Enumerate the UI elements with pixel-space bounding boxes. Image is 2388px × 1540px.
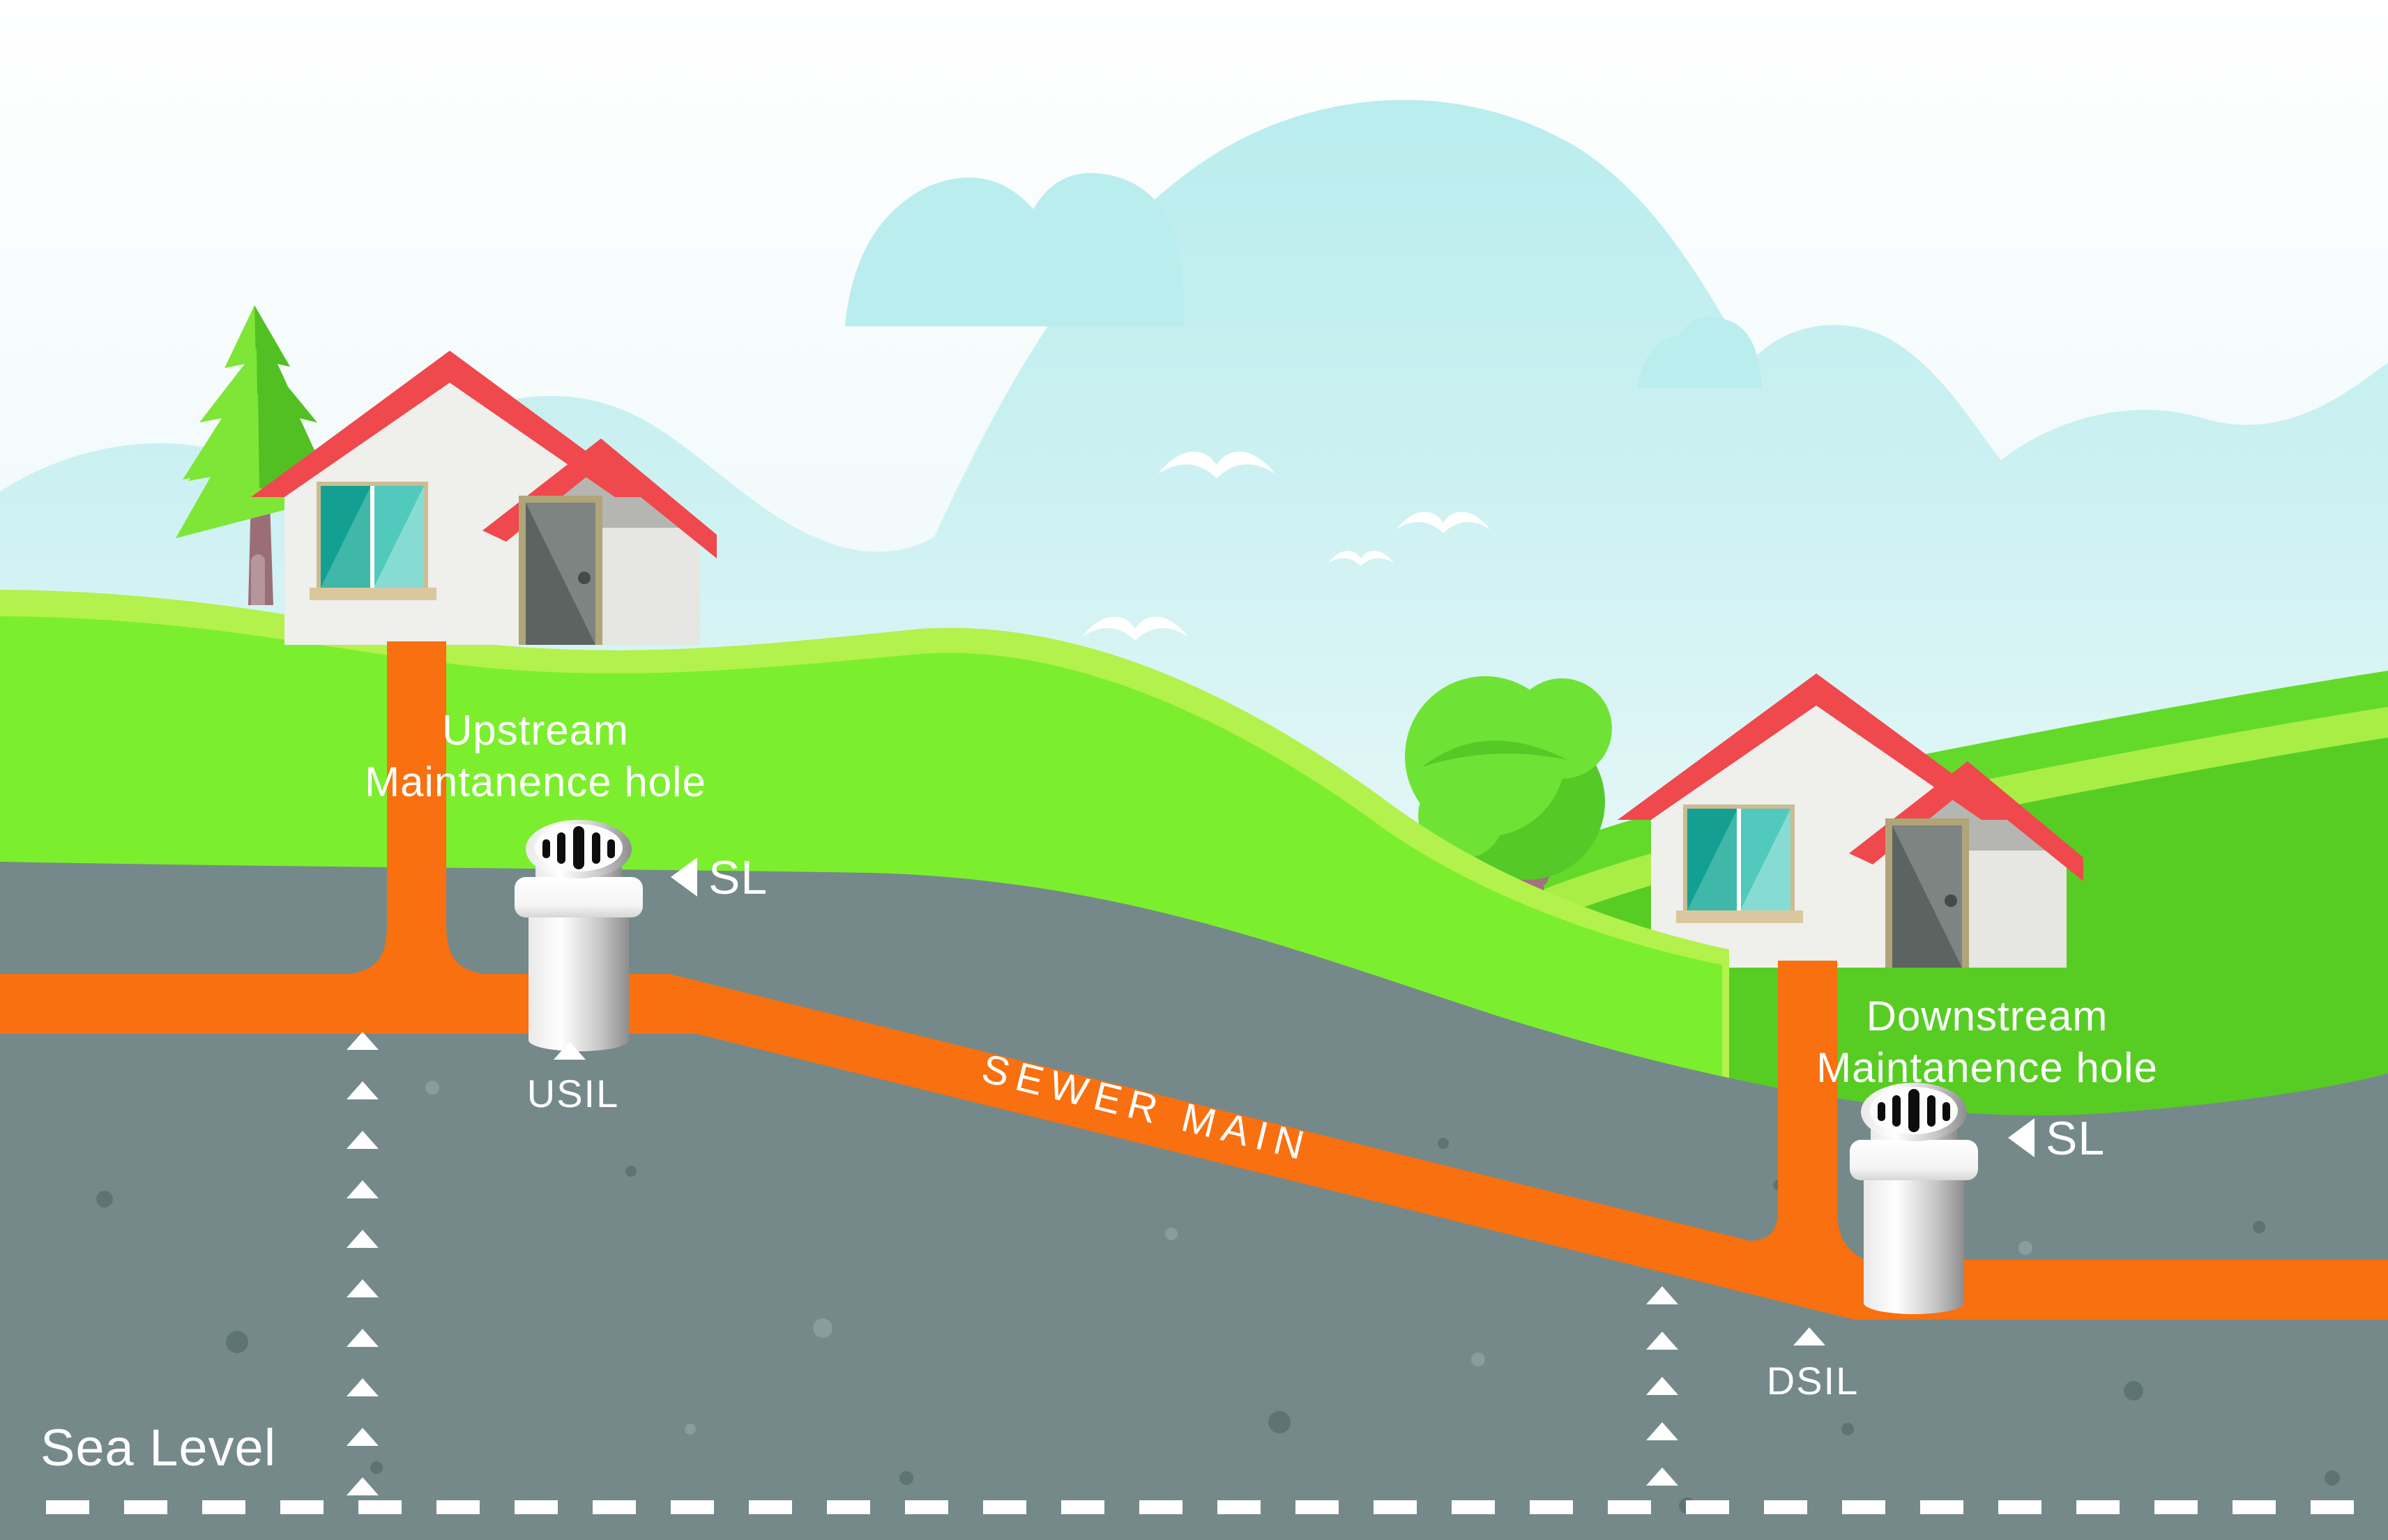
small-cloud-left xyxy=(845,173,1185,326)
sl-arrow-icon xyxy=(2008,1118,2035,1157)
house-lateral-upstream xyxy=(333,641,501,1034)
usil-label: USIL xyxy=(527,1072,620,1115)
downstream-manhole xyxy=(1850,1083,1978,1314)
house-lateral-downstream xyxy=(1712,961,1891,1318)
pine-trunk-highlight xyxy=(251,554,265,605)
canopy xyxy=(1512,678,1612,779)
upstream-manhole xyxy=(515,820,643,1051)
downstream-manhole-label-line1: Downstream xyxy=(1866,993,2108,1039)
dsil-label: DSIL xyxy=(1767,1359,1860,1403)
usil-marker: USIL xyxy=(527,1042,620,1115)
sl-label-downstream: SL xyxy=(2046,1112,2105,1165)
sewer-main-pipe xyxy=(0,974,2388,1320)
dsil-marker: DSIL xyxy=(1767,1327,1860,1403)
sewer-pipes xyxy=(0,641,2388,1320)
small-cloud-right xyxy=(1637,317,1762,388)
pine-tier-shade xyxy=(258,394,333,499)
canopy-accent xyxy=(1422,740,1567,767)
upstream-manhole-label-line1: Upstream xyxy=(442,707,629,754)
sl-label-upstream: SL xyxy=(708,851,768,904)
downstream-manhole-label-line2: Maintanence hole xyxy=(1816,1044,2158,1091)
sl-marker-upstream: SL xyxy=(671,851,768,904)
sl-marker-downstream: SL xyxy=(2008,1112,2105,1165)
sl-arrow-icon xyxy=(671,857,697,897)
upstream-manhole-label-line2: Maintanence hole xyxy=(365,758,706,805)
sea-level-label: Sea Level xyxy=(40,1419,276,1477)
